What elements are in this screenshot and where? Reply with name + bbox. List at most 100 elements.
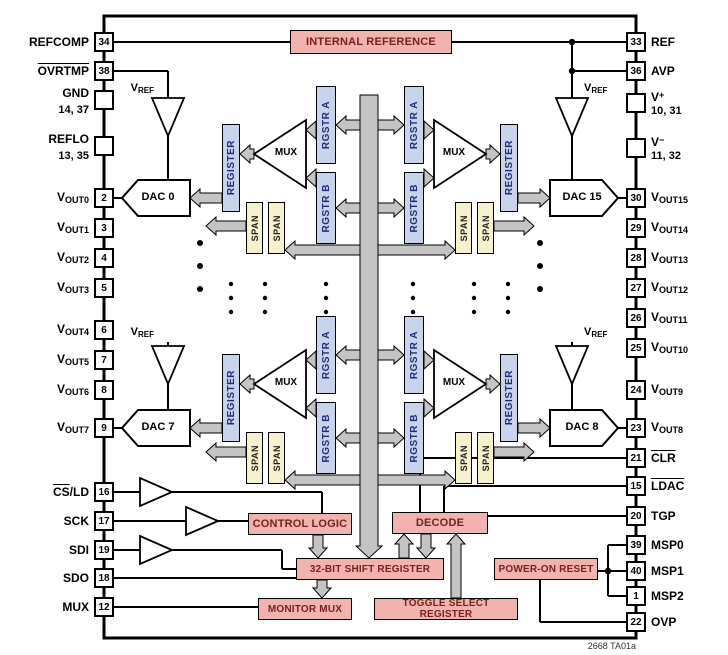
rgstr-b-top-right: RGSTR B bbox=[404, 172, 424, 244]
pin-number-box: 22 bbox=[626, 612, 646, 632]
toggle-select-register-block: TOGGLE SELECT REGISTER bbox=[374, 598, 518, 620]
pin-number-box: 29 bbox=[626, 218, 646, 238]
span-block: SPAN bbox=[246, 202, 263, 254]
pin-number-box: 4 bbox=[94, 248, 114, 268]
pin-number-box: 3 bbox=[94, 218, 114, 238]
pin-label: VOUT0 bbox=[56, 189, 89, 205]
pin-sdo: SDO 18 bbox=[0, 568, 114, 588]
pin-vout6: VOUT6 8 bbox=[0, 380, 114, 400]
pin-number-box: 1 bbox=[626, 586, 646, 606]
dac8-label: DAC 8 bbox=[565, 421, 599, 433]
pin-number-box: 30 bbox=[626, 188, 646, 208]
dac0-label: DAC 0 bbox=[141, 191, 175, 203]
pin-vminus: V−11, 32 bbox=[626, 135, 728, 162]
pin-label: VOUT14 bbox=[651, 219, 689, 235]
pin-number-box: 20 bbox=[626, 506, 646, 526]
pin-label: LDAC bbox=[651, 479, 685, 493]
vref-buffer-triangles bbox=[150, 97, 590, 387]
input-buffer-triangles bbox=[139, 476, 221, 566]
pin-label: V−11, 32 bbox=[651, 135, 681, 162]
junction-dots bbox=[568, 38, 612, 575]
register-block-top-left: REGISTER bbox=[222, 124, 240, 212]
pin-number-box: 18 bbox=[94, 568, 114, 588]
pin-number-box: 12 bbox=[94, 597, 114, 617]
pin-label: VOUT1 bbox=[56, 219, 89, 235]
rgstr-b-bottom-left: RGSTR B bbox=[316, 402, 336, 474]
pin-number-box: 2 bbox=[94, 188, 114, 208]
rgstr-a-top-right: RGSTR A bbox=[404, 86, 424, 164]
bus-arrows bbox=[189, 94, 551, 599]
power-on-reset-block: POWER-ON RESET bbox=[494, 558, 598, 580]
span-block: SPAN bbox=[455, 202, 472, 254]
pin-label: REFCOMP bbox=[29, 34, 89, 49]
vref-label-bottom-left: VREF bbox=[130, 326, 154, 339]
rgstr-a-top-left: RGSTR A bbox=[316, 86, 336, 164]
pin-label: VOUT7 bbox=[56, 419, 89, 435]
pin-label: SDI bbox=[68, 543, 89, 557]
pin-number-box: 26 bbox=[626, 308, 646, 328]
ellipsis-dots bbox=[197, 240, 543, 315]
pin-number-box: 5 bbox=[94, 278, 114, 298]
pin-msp1: 40 MSP1 bbox=[626, 561, 728, 581]
pin-label: OVP bbox=[651, 615, 677, 629]
pin-label: VOUT5 bbox=[56, 351, 89, 367]
pin-vout1: VOUT1 3 bbox=[0, 218, 114, 238]
register-block-bottom-left: REGISTER bbox=[222, 354, 240, 442]
pin-number-box bbox=[94, 136, 114, 156]
pin-vplus: V+10, 31 bbox=[626, 90, 728, 117]
pin-label: V+10, 31 bbox=[651, 90, 682, 117]
span-block: SPAN bbox=[455, 432, 472, 484]
pin-vout5: VOUT5 7 bbox=[0, 350, 114, 370]
pin-number-box: 27 bbox=[626, 278, 646, 298]
vref-label-top-right: VREF bbox=[584, 82, 608, 95]
pin-number-box: 6 bbox=[94, 320, 114, 340]
pin-label: VOUT2 bbox=[56, 249, 89, 265]
pin-label: VOUT4 bbox=[56, 321, 89, 337]
pin-number-box: 8 bbox=[94, 380, 114, 400]
pin-label: SDO bbox=[62, 571, 89, 585]
pin-vout14: 29 VOUT14 bbox=[626, 218, 728, 238]
pin-label: MUX bbox=[62, 600, 89, 614]
mux-label-bottom-left: MUX bbox=[274, 377, 298, 388]
pin-number-box: 40 bbox=[626, 561, 646, 581]
pin-vout0: VOUT0 2 bbox=[0, 188, 114, 208]
pin-number-box: 36 bbox=[626, 61, 646, 81]
rgstr-a-bottom-left: RGSTR A bbox=[316, 316, 336, 394]
mux-label-top-right: MUX bbox=[442, 147, 466, 158]
pin-label: VOUT8 bbox=[651, 419, 684, 435]
pin-number-box: 33 bbox=[626, 32, 646, 52]
dac-shapes bbox=[120, 179, 620, 447]
rgstr-b-bottom-right: RGSTR B bbox=[404, 402, 424, 474]
pin-label: MSP1 bbox=[651, 564, 684, 578]
pin-ovp: 22 OVP bbox=[626, 612, 728, 632]
pin-label: CLR bbox=[651, 451, 676, 465]
pin-number-box: 16 bbox=[94, 482, 114, 502]
vref-label-top-left: VREF bbox=[130, 82, 154, 95]
pin-mux: MUX 12 bbox=[0, 597, 114, 617]
span-block: SPAN bbox=[246, 432, 263, 484]
pin-number-box: 7 bbox=[94, 350, 114, 370]
pin-label: VOUT6 bbox=[56, 381, 89, 397]
pin-number-box: 21 bbox=[626, 448, 646, 468]
monitor-mux-block: MONITOR MUX bbox=[258, 598, 352, 620]
